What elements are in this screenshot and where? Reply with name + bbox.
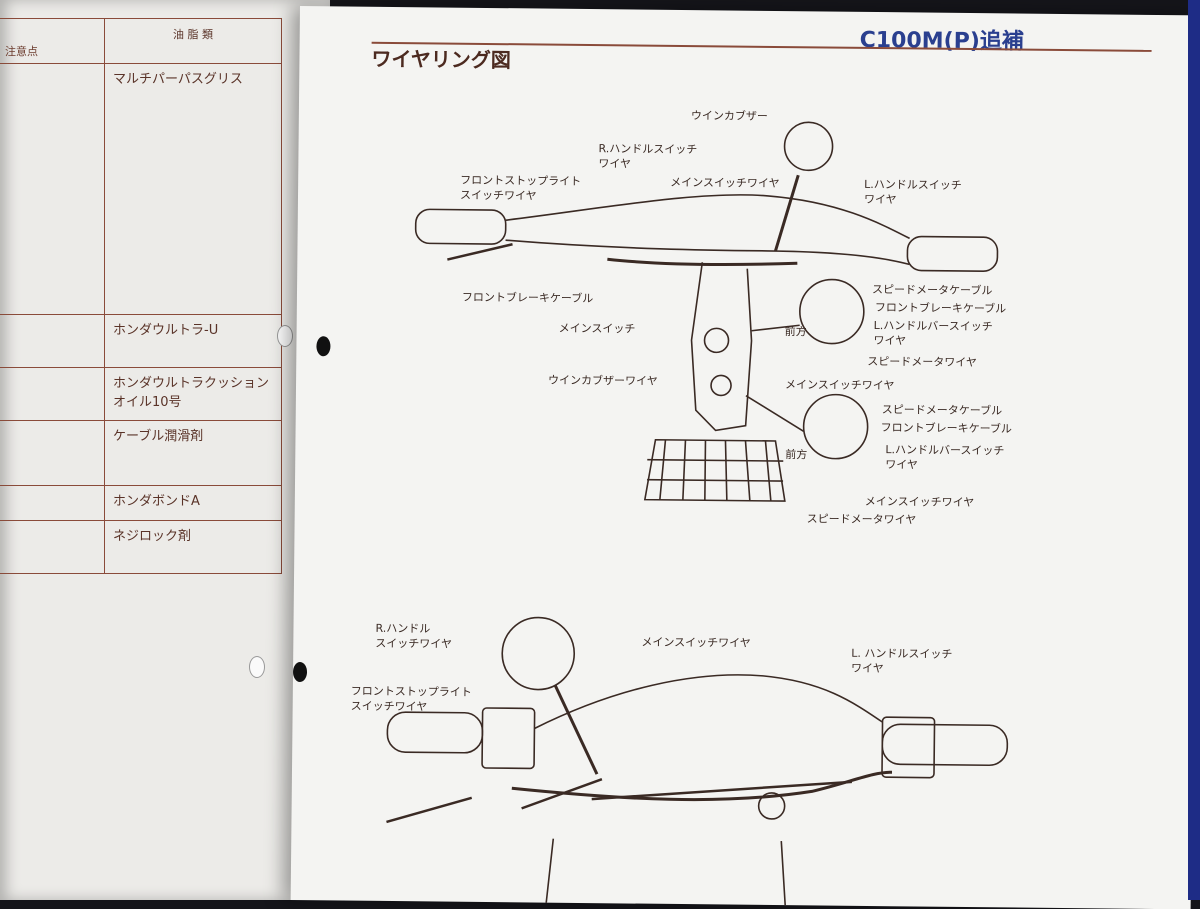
table-row: ネジロック剤 xyxy=(0,520,281,573)
table-cell xyxy=(0,315,105,367)
label-detail1-speed-wire: スピードメータワイヤ xyxy=(867,354,978,370)
label-detail1-forward: 前方 xyxy=(784,325,807,339)
label-bottom-l-handle-switch: L. ハンドルスイッチ ワイヤ xyxy=(851,646,953,676)
label-l-handle-switch-wire: L.ハンドルスイッチ ワイヤ xyxy=(863,177,962,207)
label-front-brake-cable: フロントブレーキケーブル xyxy=(461,290,594,306)
label-detail2-brake-cable: フロントブレーキケーブル xyxy=(880,421,1013,436)
table-header-row: 注意点 油 脂 類 xyxy=(0,19,281,63)
label-bottom-front-stop-switch: フロントストップライト スイッチワイヤ xyxy=(350,684,472,714)
label-detail1-main-wire: メインスイッチワイヤ xyxy=(784,378,895,393)
table-cell: ホンダウルトラクッション オイル10号 xyxy=(113,376,270,410)
wiring-diagram-drawing xyxy=(386,121,1009,909)
label-detail2-speed-cable: スピードメータケーブル xyxy=(881,403,1003,418)
label-front-stop-switch-wire: フロントストップライト スイッチワイヤ xyxy=(459,173,582,203)
label-detail2-speed-wire: スピードメータワイヤ xyxy=(806,512,917,527)
label-detail1-l-handlebar-switch: L.ハンドルバースイッチ ワイヤ xyxy=(873,319,993,348)
label-detail1-speed-cable: スピードメータケーブル xyxy=(871,283,993,298)
label-bottom-r-handle-switch: R.ハンドル スイッチワイヤ xyxy=(375,621,453,651)
table-row: ホンダウルトラクッション オイル10号 xyxy=(0,367,281,420)
label-main-switch-wire: メインスイッチワイヤ xyxy=(670,175,780,191)
table-header-notes: 注意点 xyxy=(0,19,105,63)
label-winker-buzzer: ウインカブザー xyxy=(690,109,768,123)
left-grip xyxy=(414,208,507,245)
right-page: C100M(P)追補 ワイヤリング図 xyxy=(290,6,1200,909)
label-bottom-main-switch-wire: メインスイッチワイヤ xyxy=(641,635,751,650)
table-cell: マルチパーパスグリス xyxy=(113,72,243,87)
table-row: ケーブル潤滑剤 xyxy=(0,420,281,485)
label-winker-buzzer-wire: ウインカブザーワイヤ xyxy=(548,373,658,388)
table-row: ホンダウルトラ-U xyxy=(0,314,281,367)
right-grip xyxy=(906,235,999,272)
table-row: ホンダボンドA xyxy=(0,485,281,520)
label-detail2-l-handlebar-switch: L.ハンドルバースイッチ ワイヤ xyxy=(885,443,1005,472)
table-cell xyxy=(0,521,105,573)
table-cell: ホンダボンドA xyxy=(113,494,200,509)
table-cell: ホンダウルトラ-U xyxy=(113,323,219,338)
table-cell xyxy=(0,421,105,485)
background-edge xyxy=(1188,0,1200,900)
table-cell xyxy=(0,486,105,520)
label-main-switch: メインスイッチ xyxy=(558,321,636,336)
label-detail2-main-wire: メインスイッチワイヤ xyxy=(864,494,975,510)
left-page: 注意点 油 脂 類 マルチパーパスグリス ホンダウルトラ-U ホンダウルトラクッ… xyxy=(0,0,330,900)
table-row: マルチパーパスグリス xyxy=(0,63,281,314)
table-cell: ケーブル潤滑剤 xyxy=(113,429,204,444)
label-detail1-brake-cable: フロントブレーキケーブル xyxy=(874,301,1007,316)
table-cell: ネジロック剤 xyxy=(113,529,192,544)
table-cell xyxy=(0,64,105,314)
lubricant-table: 注意点 油 脂 類 マルチパーパスグリス ホンダウルトラ-U ホンダウルトラクッ… xyxy=(0,18,282,574)
label-detail2-forward: 前方 xyxy=(785,448,808,462)
binder-hole xyxy=(249,656,265,678)
table-header-lubricants: 油 脂 類 xyxy=(173,28,213,41)
label-r-handle-switch-wire: R.ハンドルスイッチ ワイヤ xyxy=(598,142,698,171)
binder-hole xyxy=(277,325,293,347)
table-cell xyxy=(0,368,105,420)
